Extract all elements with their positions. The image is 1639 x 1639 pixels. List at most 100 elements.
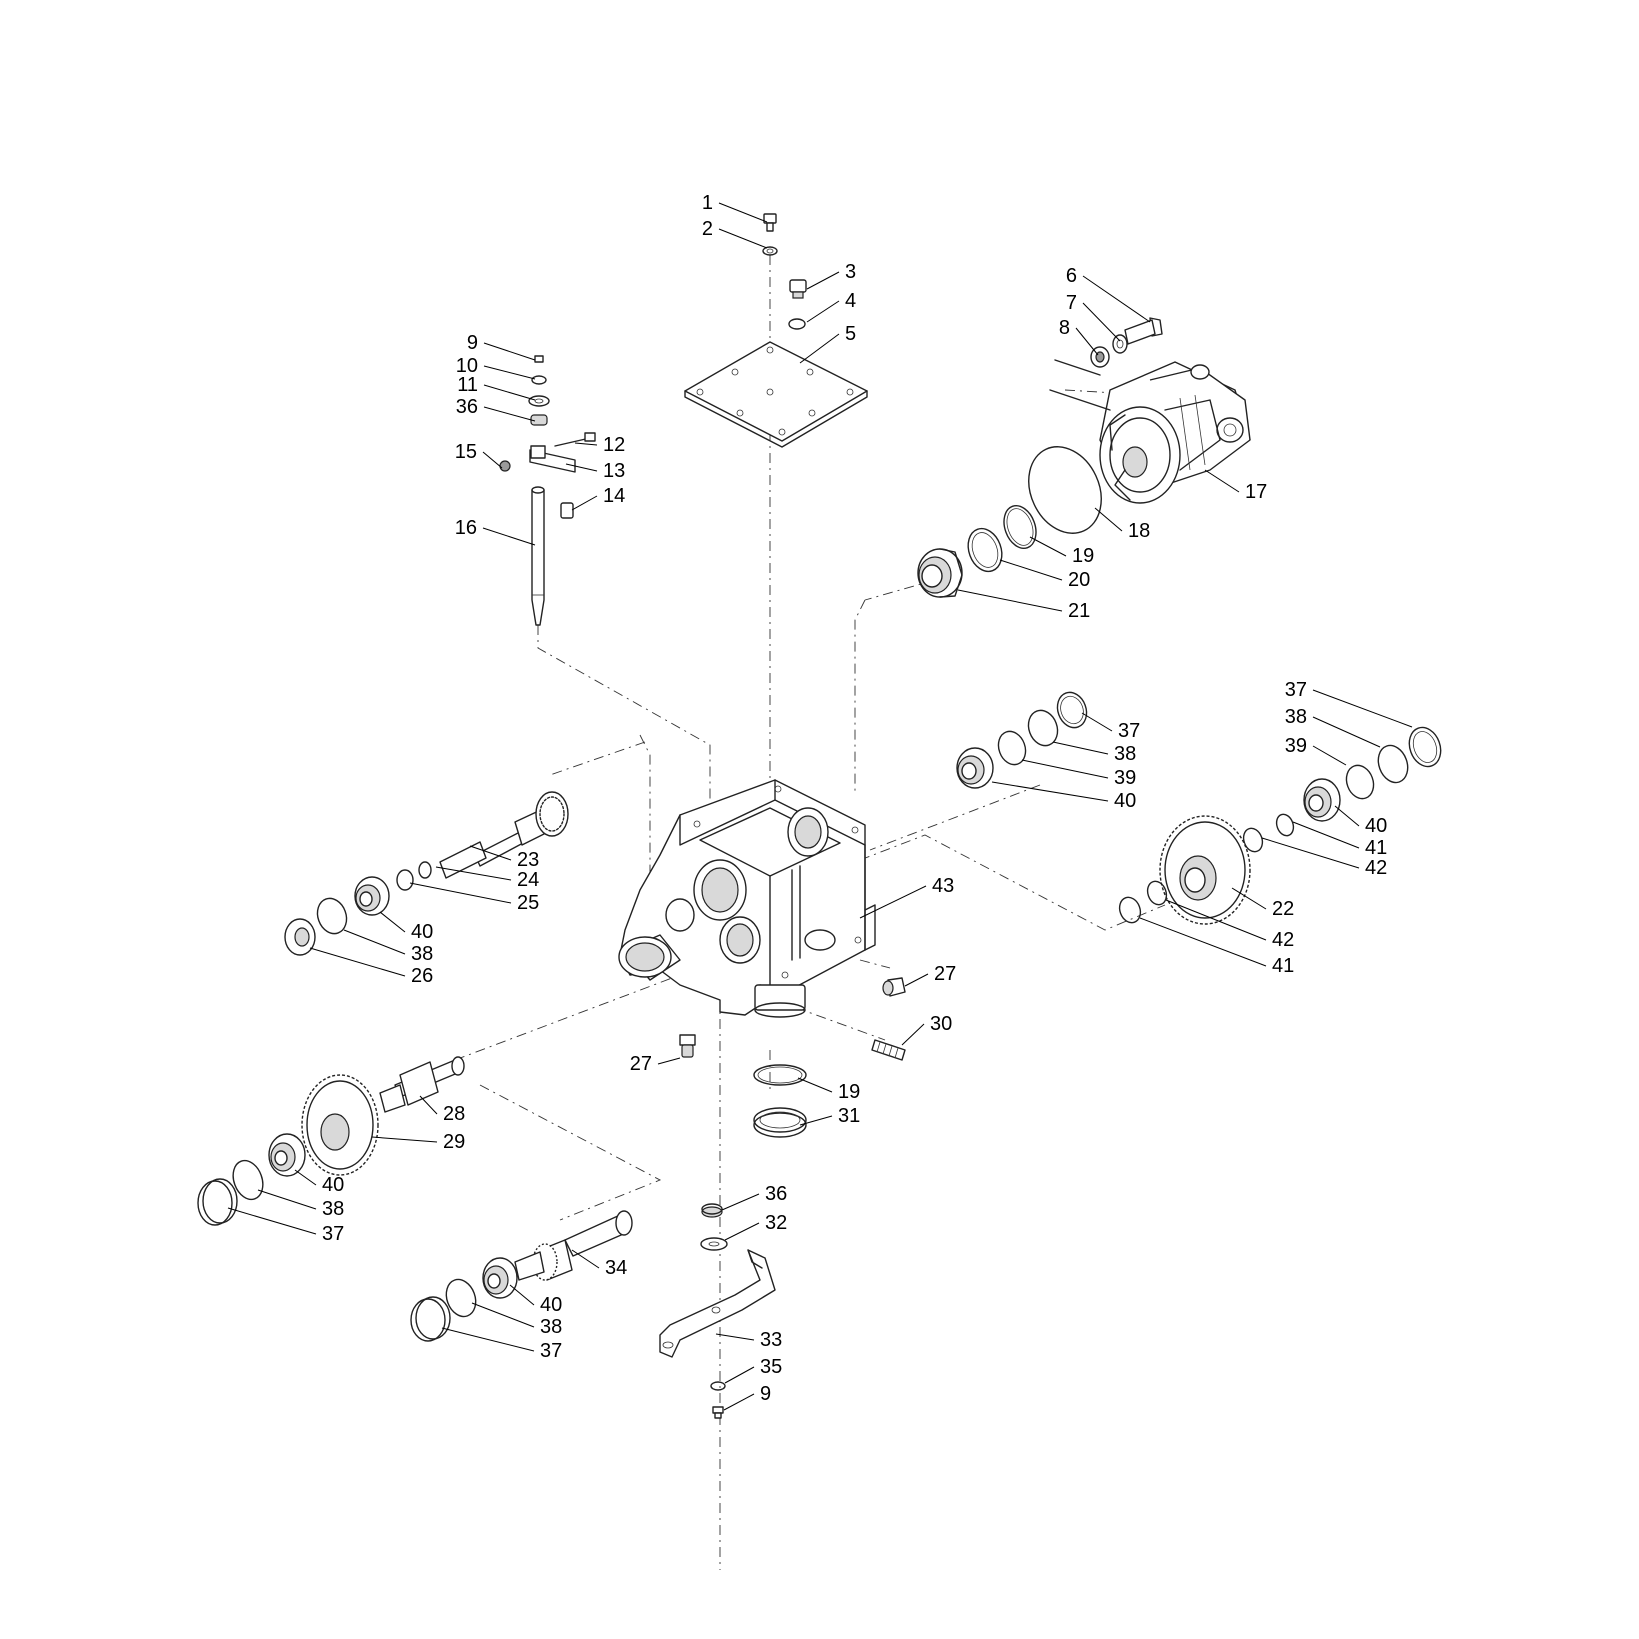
- leader-line: [441, 1327, 535, 1352]
- leader-line: [799, 333, 840, 364]
- callout-number: 6: [1066, 265, 1077, 287]
- callout-38: 38: [257, 1189, 344, 1220]
- leader-line: [859, 885, 927, 919]
- callout-16: 16: [455, 517, 536, 546]
- leader-line: [343, 929, 406, 955]
- callout-number: 20: [1068, 569, 1090, 591]
- callout-number: 21: [1068, 600, 1090, 622]
- callout-31: 31: [799, 1105, 860, 1127]
- leader-line: [1052, 741, 1109, 755]
- bracket-screw: [712, 1406, 724, 1419]
- callout-number: 27: [934, 963, 956, 985]
- leader-line: [571, 1249, 600, 1269]
- callout-number: 40: [1114, 790, 1136, 812]
- leader-line: [471, 1302, 535, 1328]
- callout-18: 18: [1094, 507, 1150, 542]
- callout-42: 42: [1165, 899, 1294, 951]
- leader-line: [1082, 275, 1151, 323]
- callout-number: 35: [760, 1356, 782, 1378]
- callout-number: 27: [630, 1053, 652, 1075]
- mounting-bracket: [659, 1249, 776, 1358]
- leader-line: [483, 384, 536, 401]
- leader-line: [806, 300, 840, 323]
- leader-line: [379, 911, 406, 933]
- callout-number: 25: [517, 892, 539, 914]
- leader-line: [1139, 917, 1267, 967]
- leader-line: [1204, 469, 1240, 493]
- callout-22: 22: [1231, 887, 1294, 920]
- leader-line: [901, 1023, 925, 1046]
- leader-line: [723, 1393, 755, 1411]
- leader-line: [571, 495, 598, 511]
- leader-line: [409, 882, 512, 904]
- callout-23: 23: [469, 845, 539, 871]
- intermediate-bearing: [268, 1133, 306, 1177]
- leader-line: [1029, 536, 1067, 557]
- callout-number: 7: [1066, 292, 1077, 314]
- callout-21: 21: [957, 589, 1090, 622]
- motor-bolt: [1124, 317, 1163, 345]
- callout-3: 3: [806, 261, 856, 290]
- callout-number: 32: [765, 1212, 787, 1234]
- part-callouts: 1234567891011361213141516171819202137383…: [227, 192, 1413, 1411]
- callout-27: 27: [904, 963, 956, 987]
- leader-line: [1075, 327, 1099, 356]
- callout-37: 37: [1285, 679, 1413, 728]
- callout-number: 15: [455, 441, 477, 463]
- callout-38: 38: [1052, 741, 1136, 765]
- callout-9: 9: [467, 332, 536, 361]
- callout-42: 42: [1261, 837, 1387, 879]
- ball-bearing: [917, 548, 963, 598]
- callout-number: 11: [457, 374, 478, 396]
- output-shaft: [514, 1210, 633, 1281]
- callout-12: 12: [574, 434, 625, 456]
- callout-40: 40: [379, 911, 433, 943]
- callout-number: 13: [603, 460, 625, 482]
- callout-number: 3: [845, 261, 856, 283]
- input-shaft-rings: [396, 861, 432, 891]
- input-bearing: [354, 876, 390, 916]
- callout-number: 36: [765, 1183, 787, 1205]
- callout-32: 32: [724, 1212, 787, 1241]
- callout-40: 40: [294, 1169, 344, 1196]
- callout-number: 9: [760, 1383, 771, 1405]
- drain-plug-bottom: [679, 1034, 696, 1058]
- leader-line: [257, 1189, 317, 1210]
- callout-number: 5: [845, 323, 856, 345]
- callout-40: 40: [991, 781, 1136, 812]
- leader-line: [657, 1057, 681, 1065]
- spur-gear-medium: [301, 1074, 379, 1176]
- o-ring-seal: [788, 318, 806, 330]
- callout-37: 37: [441, 1327, 562, 1362]
- leader-line: [565, 463, 598, 472]
- leader-line: [469, 845, 512, 861]
- callout-38: 38: [471, 1302, 562, 1338]
- callout-number: 42: [1272, 929, 1294, 951]
- leader-line: [1312, 716, 1381, 748]
- input-retaining-ring: [316, 897, 348, 935]
- callout-9: 9: [723, 1383, 771, 1411]
- bracket-lock-washer: [710, 1381, 726, 1391]
- callout-number: 38: [1114, 743, 1136, 765]
- leader-line: [715, 1333, 755, 1341]
- callout-number: 40: [1365, 815, 1387, 837]
- washer: [762, 246, 778, 256]
- input-shaft-gear: [439, 791, 569, 879]
- callout-number: 12: [603, 434, 625, 456]
- callout-24: 24: [435, 866, 539, 891]
- callout-39: 39: [1021, 759, 1136, 789]
- leader-line: [991, 781, 1109, 802]
- callout-27: 27: [630, 1053, 681, 1075]
- output-retaining-ring: [445, 1278, 477, 1318]
- callout-6: 6: [1066, 265, 1151, 323]
- callout-number: 1: [702, 192, 713, 214]
- callout-number: 9: [467, 332, 478, 354]
- callout-7: 7: [1066, 292, 1121, 342]
- callout-number: 40: [322, 1174, 344, 1196]
- callout-number: 2: [702, 218, 713, 240]
- leader-line: [509, 1284, 535, 1306]
- callout-number: 19: [838, 1081, 860, 1103]
- leader-line: [904, 973, 929, 987]
- callout-30: 30: [901, 1013, 952, 1046]
